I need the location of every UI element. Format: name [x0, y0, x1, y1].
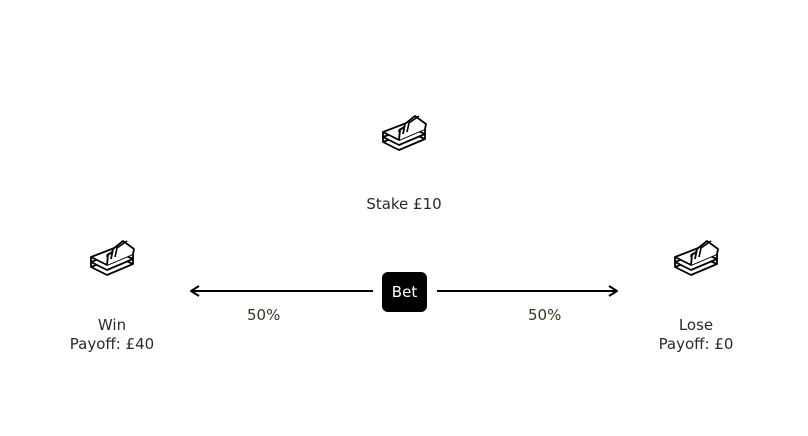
- arrow-right-to-lose: [437, 285, 618, 297]
- lose-outcome-label: Lose Payoff: £0: [636, 316, 756, 354]
- lose-probability: 50%: [528, 306, 562, 324]
- money-stack-icon: [90, 240, 135, 276]
- money-stack-icon: [382, 115, 427, 151]
- arrow-left-to-win: [190, 285, 373, 297]
- bet-button[interactable]: Bet: [382, 272, 427, 312]
- lose-title: Lose: [678, 316, 714, 334]
- win-probability: 50%: [247, 306, 281, 324]
- stake-label: Stake £10: [366, 195, 442, 213]
- money-stack-icon: [674, 240, 719, 276]
- win-outcome-label: Win Payoff: £40: [52, 316, 172, 354]
- lose-payoff: Payoff: £0: [658, 335, 734, 353]
- win-title: Win: [97, 316, 127, 334]
- win-payoff: Payoff: £40: [69, 335, 155, 353]
